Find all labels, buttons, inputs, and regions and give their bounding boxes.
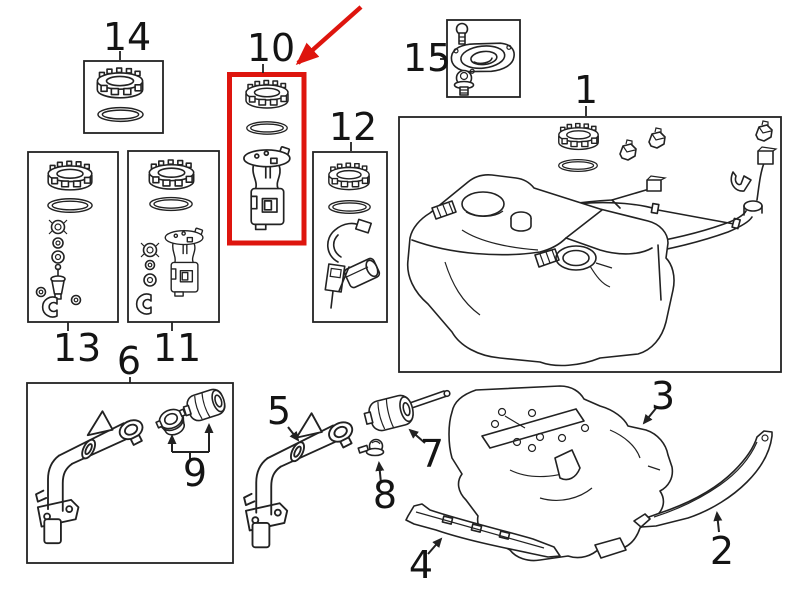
- part-4-bracket: [405, 503, 561, 558]
- part-12-box-level-sender: [312, 151, 388, 323]
- part-15-box-cover-plate: [446, 19, 521, 98]
- vent-pipe-cap: [743, 200, 763, 212]
- bracket-9: [172, 451, 209, 459]
- arrow-4: [427, 537, 443, 555]
- arrow-8: [375, 461, 385, 484]
- callout-12: 12: [329, 105, 377, 149]
- vent-wire: [756, 162, 765, 201]
- part-8-bolt: [357, 438, 385, 457]
- callout-3: 3: [651, 374, 675, 418]
- cover-plate-art: [450, 42, 515, 74]
- callout-2: 2: [710, 529, 734, 573]
- callout-1: 1: [574, 68, 598, 112]
- part-1-box-fuel-tank-assembly: [398, 116, 782, 373]
- callout-11: 11: [153, 326, 201, 370]
- part-9-coupler-ring: [155, 408, 187, 436]
- callout-7: 7: [420, 432, 444, 476]
- callout-13: 13: [53, 326, 101, 370]
- callout-10: 10: [247, 26, 295, 70]
- callout-5: 5: [267, 389, 291, 433]
- part-2-strap: [633, 430, 773, 528]
- part-14-box-lock-ring-and-gasket: [83, 60, 164, 134]
- part-11-box-pump-sub-assembly: [127, 150, 220, 323]
- connector-art: [646, 175, 667, 192]
- clip-art: [755, 120, 773, 142]
- part-10-pump-module: [242, 79, 291, 231]
- callout-15: 15: [403, 36, 451, 80]
- v-clip-art: [730, 171, 752, 192]
- connector-art: [757, 146, 778, 165]
- arrow-2: [713, 511, 723, 533]
- callout-8: 8: [373, 473, 397, 517]
- callout-9: 9: [183, 451, 207, 495]
- callout-14: 14: [103, 15, 151, 59]
- clip-art: [619, 139, 637, 161]
- arrow-5: [287, 426, 300, 442]
- part-10-highlight-group: [227, 5, 363, 246]
- part-9-coupler-canister: [182, 388, 226, 422]
- arrow-3: [642, 406, 658, 425]
- part-3-heat-shield: [448, 385, 674, 562]
- highlight-arrow: [295, 5, 363, 65]
- sender-art: [324, 218, 381, 309]
- clip-art: [648, 127, 666, 149]
- callout-6: 6: [117, 339, 141, 383]
- fuel-tank-art: [406, 174, 675, 367]
- arrow-7: [408, 428, 426, 444]
- callout-4: 4: [409, 543, 433, 587]
- part-10-highlight-box: [227, 72, 307, 246]
- part-5-filler-pipe: [243, 412, 360, 549]
- part-7-canister: [363, 389, 451, 432]
- part-13-box-hardware-kit: [27, 151, 119, 323]
- part-6-box-filler-pipe: [26, 382, 234, 564]
